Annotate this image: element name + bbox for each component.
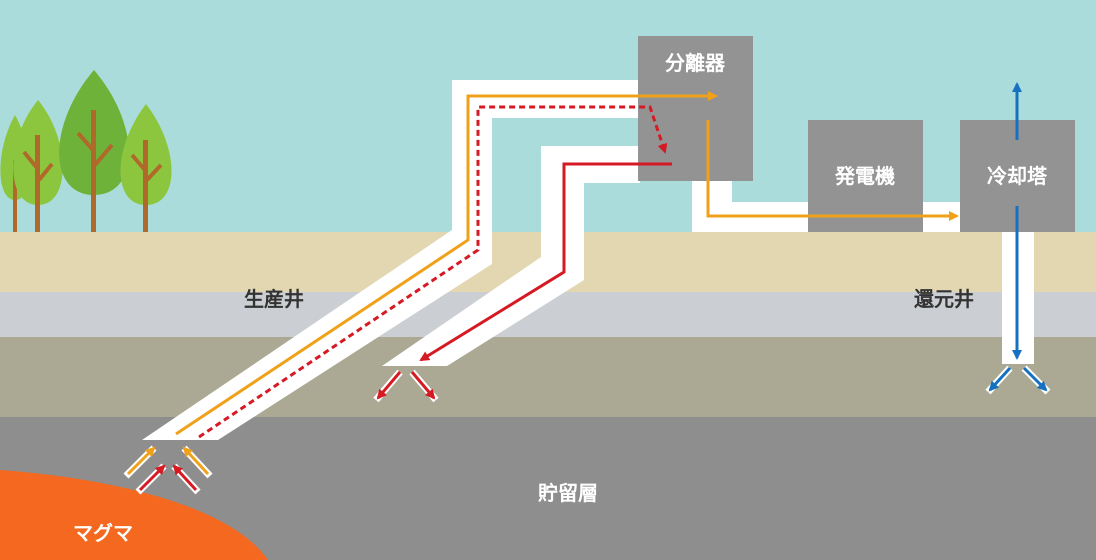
hot-water-arrow-icon [409,369,439,403]
tree-icon [120,104,172,232]
cold-water-arrow-icon [1021,365,1051,395]
cold-water-arrow-icon [985,365,1013,395]
generator-label: 発電機 [834,164,895,188]
generator-box [808,120,923,232]
hot-water-arrow-icon [198,105,668,439]
magma-body [0,470,268,560]
olive-layer [0,337,1096,417]
cooling-tower-label: 冷却塔 [987,164,1048,188]
tree-icon [13,100,63,232]
production-well-pipe [142,80,640,440]
steam-arrow-icon [706,120,959,221]
reservoir-label: 貯留層 [538,481,598,505]
reinjection-well-pipe [382,146,640,366]
hot-water-arrow-icon [373,369,403,403]
steam-arrow-icon [181,445,213,479]
hot-water-arrow-icon [135,463,167,495]
reinjection-well-label: 還元井 [914,287,974,311]
tree-icon [59,70,129,232]
separator-label: 分離器 [665,51,726,75]
steam-arrow-icon [175,91,718,436]
magma-label: マグマ [73,521,133,545]
steam-arrow-icon [123,445,157,479]
production-well-label: 生産井 [244,287,304,311]
hot-water-arrow-icon [171,463,201,495]
separator-box [638,36,753,181]
hot-water-arrow-icon [419,162,672,362]
